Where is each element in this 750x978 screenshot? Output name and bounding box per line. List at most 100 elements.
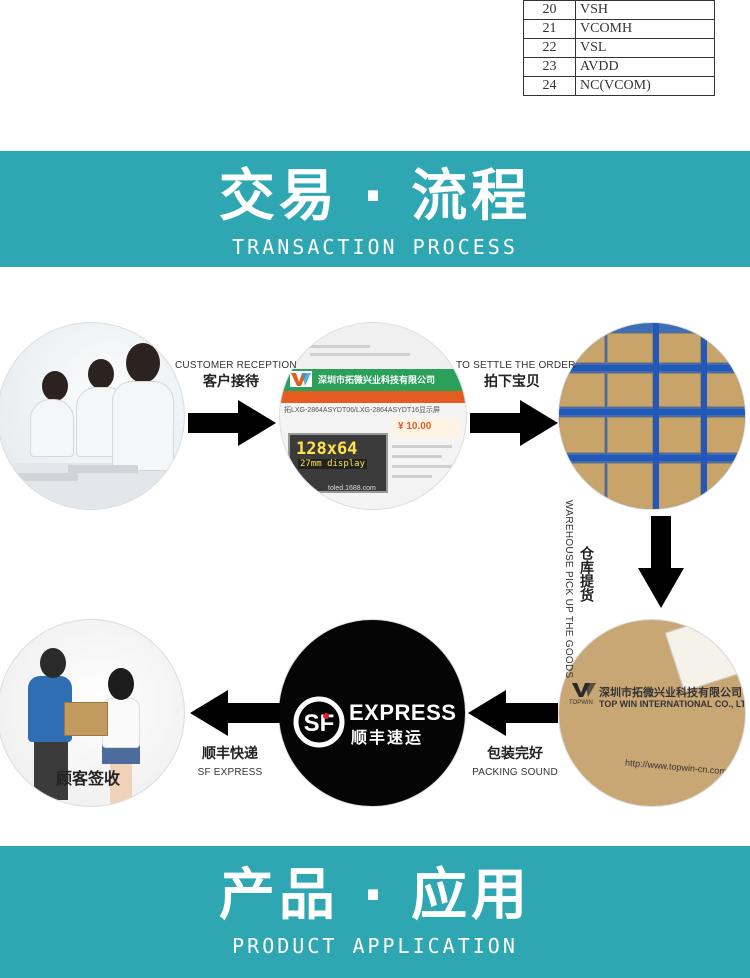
- pin-number: 22: [523, 38, 576, 58]
- step-label-en: SF EXPRESS: [197, 767, 263, 778]
- courier-head: [40, 648, 66, 678]
- agent-body: [112, 381, 174, 471]
- arrow-left-icon: [468, 690, 558, 736]
- carton-box: [559, 417, 605, 453]
- pin-name: AVDD: [575, 57, 715, 77]
- carton-brand: TOPWIN: [569, 700, 593, 706]
- step-label-en: TO SETTLE THE ORDER: [456, 360, 576, 371]
- shelf-post: [653, 323, 659, 509]
- courier-legs: [34, 740, 68, 800]
- banner-title: 产品 · 应用: [218, 863, 532, 928]
- shelf-post: [701, 323, 707, 509]
- text-line: [310, 353, 410, 356]
- packed-carton-photo: TOPWIN 深圳市拓微兴业科技有限公司 TOP WIN INTERNATION…: [558, 619, 746, 807]
- nav-bar: [280, 391, 466, 403]
- shelf-beam: [559, 365, 745, 371]
- pin-number: 21: [523, 19, 576, 39]
- lcd-resolution: 128x64: [296, 439, 358, 459]
- agent-head: [88, 359, 114, 389]
- carton-box: [607, 373, 653, 407]
- step-label-cn: 拍下宝贝: [484, 374, 540, 390]
- banner-subtitle: PRODUCT APPLICATION: [232, 934, 518, 958]
- carton-box: [607, 463, 653, 509]
- carton-box: [607, 333, 653, 363]
- step-sf-express: 顺丰快递 SF EXPRESS: [190, 743, 270, 778]
- transaction-process-banner: 交易 · 流程 TRANSACTION PROCESS: [0, 151, 750, 267]
- carton-url: http://www.topwin-cn.com: [624, 757, 728, 777]
- topwin-logo-icon: [290, 371, 312, 387]
- step-warehouse-en: WAREHOUSE PICK UP THE GOODS: [563, 500, 574, 679]
- agent-head: [126, 343, 160, 383]
- banner-subtitle: TRANSACTION PROCESS: [232, 235, 518, 259]
- pin-number: 23: [523, 57, 576, 77]
- arrow-right-icon: [188, 400, 276, 446]
- shelf-beam: [559, 455, 745, 461]
- keyboard: [68, 465, 138, 473]
- carton-company-en: TOP WIN INTERNATIONAL CO., LTD.: [599, 699, 746, 709]
- customer-legs: [110, 762, 132, 806]
- carton-box: [655, 333, 701, 363]
- product-application-banner: 产品 · 应用 PRODUCT APPLICATION: [0, 846, 750, 978]
- carton-box: [703, 333, 745, 363]
- carton-box: [559, 333, 605, 363]
- sf-express-logo: SF EXPRESS 顺丰速运: [278, 619, 466, 807]
- warehouse-photo: [558, 322, 746, 510]
- step-customer-reception: CUSTOMER RECEPTION 客户接待: [175, 360, 297, 391]
- agent-body: [30, 399, 74, 457]
- step-label-cn: 包装完好: [487, 746, 543, 762]
- customer-signing-photo: 顾客签收: [0, 619, 185, 807]
- order-page-screenshot: 深圳市拓微兴业科技有限公司 拓LXG-2864ASYDT06/LXG-2864A…: [279, 322, 467, 510]
- price-box: [390, 418, 460, 438]
- lcd-size: 27mm display: [298, 459, 368, 469]
- company-bar: [280, 369, 466, 391]
- keyboard: [18, 473, 78, 481]
- sf-mark-text: SF: [304, 710, 335, 737]
- sf-express-text: EXPRESS: [349, 700, 457, 725]
- carton-box: [607, 417, 653, 453]
- pin-name: VSL: [575, 38, 715, 58]
- agent-head: [42, 371, 68, 401]
- parcel-box: [64, 702, 108, 736]
- customer-sign-label: 顾客签收: [56, 769, 121, 788]
- step-settle-order: TO SETTLE THE ORDER 拍下宝贝: [456, 360, 576, 391]
- carton-box: [703, 417, 745, 453]
- product-line: 拓LXG-2864ASYDT06/LXG-2864ASYDT16显示屏: [284, 407, 441, 414]
- carton-box: [703, 463, 745, 509]
- carton-box: [559, 463, 605, 509]
- carton-box: [655, 463, 701, 509]
- step-label-en: CUSTOMER RECEPTION: [175, 360, 297, 371]
- carton-company-cn: 深圳市拓微兴业科技有限公司: [599, 686, 742, 699]
- text-line: [392, 475, 432, 478]
- carton-box: [703, 373, 745, 407]
- pin-number: 24: [523, 76, 576, 96]
- text-line: [392, 465, 456, 468]
- shipping-label: [664, 620, 742, 692]
- company-name: 深圳市拓微兴业科技有限公司: [318, 376, 436, 386]
- step-label-cn: 客户接待: [203, 374, 259, 390]
- customer-head: [108, 668, 134, 700]
- text-line: [392, 455, 442, 458]
- browser-header: [280, 323, 466, 369]
- arrow-down-icon: [638, 516, 684, 608]
- sf-logo-icon: SF: [293, 696, 345, 748]
- step-label-cn: 顺丰快递: [202, 746, 258, 762]
- text-line: [310, 345, 370, 348]
- shelf-beam: [559, 409, 745, 415]
- shop-url: toled.1688.com: [328, 485, 376, 492]
- carton-box: [559, 373, 605, 407]
- carton-box: [655, 373, 701, 407]
- carton-box: [655, 417, 701, 453]
- banner-title: 交易 · 流程: [218, 164, 532, 229]
- pin-name: VSH: [575, 0, 715, 20]
- step-label-en: PACKING SOUND: [472, 767, 558, 778]
- step-packing: 包装完好 PACKING SOUND: [470, 743, 560, 778]
- arrow-right-icon: [470, 400, 558, 446]
- sf-cn-text: 顺丰速运: [351, 728, 424, 747]
- topwin-logo-icon: [572, 683, 596, 697]
